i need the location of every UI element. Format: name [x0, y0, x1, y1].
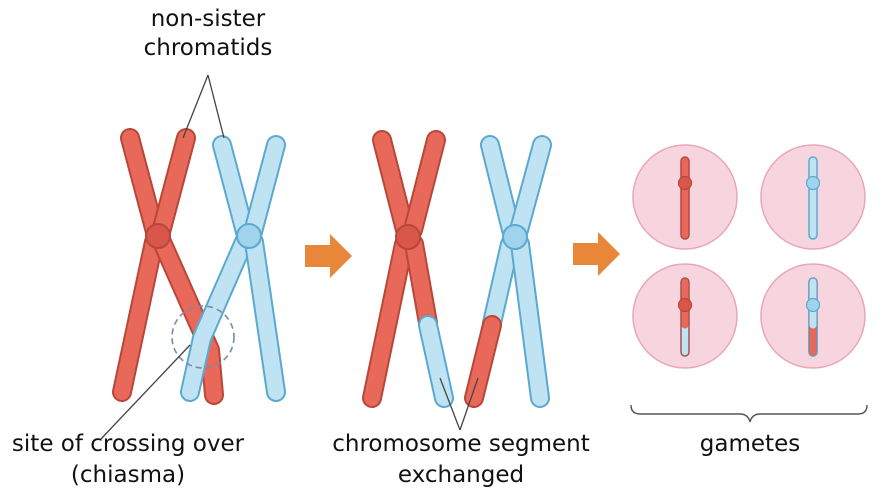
label-chromatids: chromatids	[144, 35, 273, 61]
gamete-cell	[760, 263, 866, 369]
stage-1-homologous-pair	[112, 128, 286, 405]
arrow-right-icon	[305, 234, 352, 278]
gametes-brace	[630, 404, 868, 423]
arrow-right-icon	[573, 232, 620, 276]
label-gametes: gametes	[700, 431, 800, 457]
stage-2-recombined-pair	[362, 130, 552, 408]
segment-pointers	[439, 377, 479, 431]
gamete-cell	[760, 144, 866, 250]
red-chromosome-1	[112, 128, 224, 405]
label-chromosome-segment: chromosome segment	[332, 431, 590, 457]
chiasma-pointer	[99, 344, 191, 441]
gamete-cell	[632, 263, 738, 369]
label-exchanged: exchanged	[398, 462, 524, 488]
label-non-sister: non-sister	[151, 6, 266, 32]
gametes-group	[632, 144, 866, 369]
label-chiasma: (chiasma)	[71, 462, 185, 488]
blue-chromosome-1	[180, 135, 286, 402]
gamete-cell	[632, 144, 738, 250]
label-site-of-crossing-over: site of crossing over	[12, 431, 245, 457]
blue-chromosome-2	[464, 135, 552, 408]
non-sister-pointers	[182, 74, 225, 139]
chiasma-highlight	[171, 305, 235, 369]
red-chromosome-2	[362, 130, 454, 408]
